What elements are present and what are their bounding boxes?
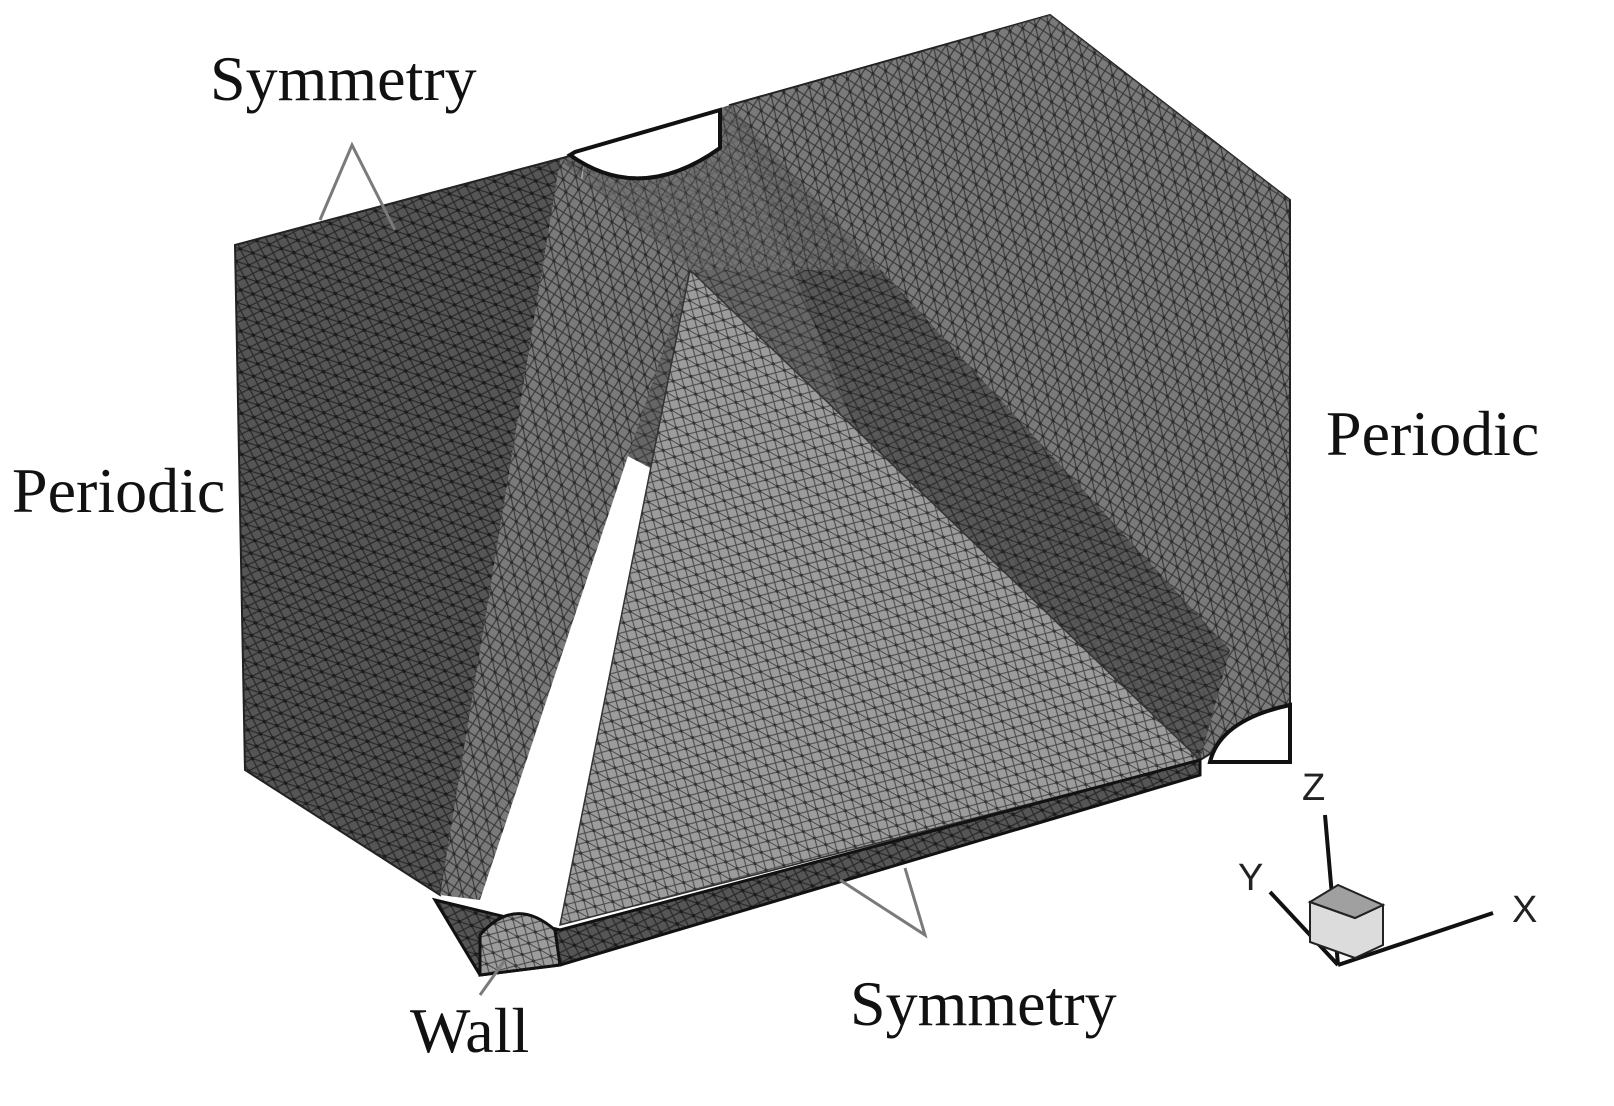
center-triangle-face xyxy=(559,268,1202,927)
label-periodic-right: Periodic xyxy=(1326,398,1539,469)
leader-symmetry-top xyxy=(318,141,397,231)
label-periodic-left: Periodic xyxy=(12,455,225,526)
left-wedge xyxy=(440,160,690,900)
top-face xyxy=(560,15,1290,270)
leader-symmetry-bottom xyxy=(839,867,928,939)
leader-wall xyxy=(478,959,507,996)
axis-cube-top xyxy=(1307,883,1386,920)
label-symmetry-top: Symmetry xyxy=(210,43,477,114)
label-symmetry-bottom: Symmetry xyxy=(850,968,1117,1039)
right-notch xyxy=(1207,702,1292,764)
axis-label-y: Y xyxy=(1238,857,1263,899)
axis-label-z: Z xyxy=(1302,767,1325,809)
axis-triad: Z Y X xyxy=(1238,767,1537,967)
label-wall: Wall xyxy=(410,995,529,1066)
top-notch xyxy=(566,107,722,181)
axis-label-x: X xyxy=(1512,889,1537,931)
wall-notch-bottom xyxy=(478,912,562,977)
